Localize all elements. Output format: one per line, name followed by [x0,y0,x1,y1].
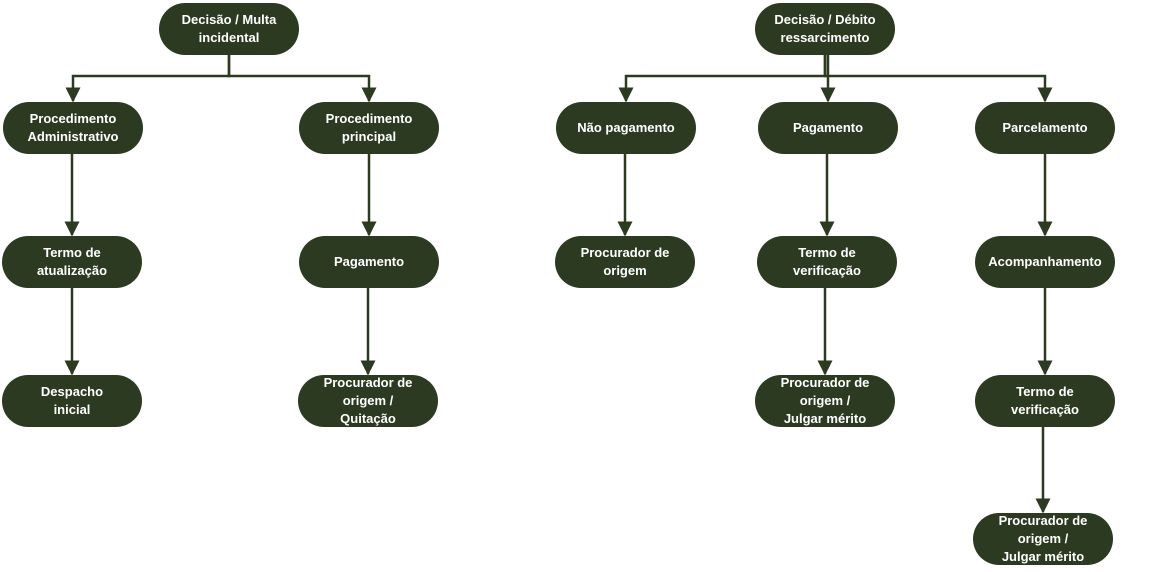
node-acompanhamento: Acompanhamento [975,236,1115,288]
node-proc-julgar-1-line: Procurador de [780,375,870,390]
node-despacho-line: Despacho [40,384,104,399]
node-pagamento-right-line: Pagamento [792,120,864,135]
node-nao-pagamento: Não pagamento [556,102,696,154]
node-proc-julgar-1-line: origem / [799,393,851,408]
node-nao-pagamento-line: Não pagamento [577,120,675,135]
node-termo-verif-1-line: Termo de [798,245,856,260]
node-pagamento-left: Pagamento [299,236,439,288]
node-parcelamento: Parcelamento [975,102,1115,154]
node-proc-admin-line: Procedimento [29,111,117,126]
node-proc-julgar-2-line: Julgar mérito [1001,549,1085,564]
node-proc-julgar-1: Procurador de origem / Julgar mérito [755,375,895,427]
node-proc-julgar-2-line: Procurador de [998,513,1088,528]
node-proc-julgar-1-line: Julgar mérito [783,411,867,426]
node-termo-verif-2-line: verificação [1011,402,1079,417]
node-proc-quitacao: Procurador de origem / Quitação [298,375,438,427]
node-debito-line: Decisão / Débito [774,12,876,27]
node-despacho: Despacho inicial [2,375,142,427]
node-multa: Decisão / Multa incidental [159,3,299,55]
node-termo-atual-line: Termo de [43,245,101,260]
node-parcelamento-line: Parcelamento [1002,120,1088,135]
node-termo-verif-2: Termo de verificação [975,375,1115,427]
node-proc-principal-line: Procedimento [325,111,413,126]
node-termo-verif-1-line: verificação [793,263,861,278]
node-proc-principal-line: principal [341,129,397,144]
node-termo-verif-2-line: Termo de [1016,384,1074,399]
node-debito-line: ressarcimento [780,30,870,45]
node-proc-origem-line: Procurador de [580,245,670,260]
node-proc-admin-line: Administrativo [27,129,119,144]
edge-group [64,55,1053,514]
node-proc-quitacao-line: Quitação [340,411,396,426]
node-termo-verif-1: Termo de verificação [757,236,897,288]
node-proc-principal: Procedimento principal [299,102,439,154]
node-despacho-line: inicial [53,402,91,417]
node-pagamento-left-line: Pagamento [333,254,405,269]
arrow-multa-to-proc_admin [65,55,231,103]
node-proc-origem-line: origem [603,263,647,278]
node-proc-quitacao-line: Procurador de [323,375,413,390]
arrow-multa-to-proc_principal [227,55,377,103]
node-proc-julgar-2: Procurador de origem / Julgar mérito [973,513,1113,565]
node-proc-quitacao-line: origem / [342,393,394,408]
node-debito: Decisão / Débito ressarcimento [755,3,895,55]
node-multa-line: Decisão / Multa [181,12,277,27]
node-proc-julgar-2-line: origem / [1017,531,1069,546]
arrow-debito-to-parcelamento [823,55,1053,103]
node-multa-line: incidental [198,30,260,45]
node-proc-origem: Procurador de origem [555,236,695,288]
arrow-debito-to-nao_pagamento [618,55,827,103]
node-acompanhamento-line: Acompanhamento [988,254,1102,269]
node-termo-atual-line: atualização [36,263,108,278]
node-termo-atual: Termo de atualização [2,236,142,288]
node-pagamento-right: Pagamento [758,102,898,154]
